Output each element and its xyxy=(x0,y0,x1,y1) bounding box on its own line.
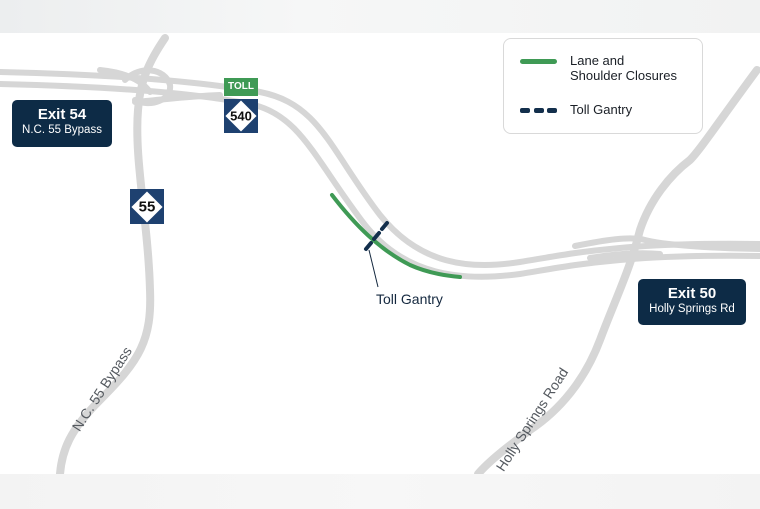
legend-item-closures: Lane and Shoulder Closures xyxy=(520,53,677,83)
closure-segment xyxy=(330,193,462,279)
holly-springs-road xyxy=(474,66,760,478)
legend-closures-line2: Shoulder Closures xyxy=(570,68,677,83)
legend-closures-line1: Lane and xyxy=(570,53,625,68)
route-55-shield: 55 xyxy=(130,189,164,224)
top-band xyxy=(0,0,760,33)
toll-tag: TOLL xyxy=(224,78,258,96)
i540-road-north xyxy=(0,69,760,269)
gantry-leader-line xyxy=(368,249,379,288)
gantry-dash-icon xyxy=(520,108,557,113)
route-540-number: 540 xyxy=(230,108,252,124)
exit-54-sign: Exit 54 N.C. 55 Bypass xyxy=(12,100,112,147)
exit-54-title: Exit 54 xyxy=(37,106,87,123)
route-55-number: 55 xyxy=(138,198,156,215)
exit-50-title: Exit 50 xyxy=(667,285,717,302)
toll-gantry-callout: Toll Gantry xyxy=(376,291,443,307)
toll-gantry-marker xyxy=(364,221,389,251)
bottom-band xyxy=(0,474,760,509)
map-legend: Lane and Shoulder Closures Toll Gantry xyxy=(503,38,703,134)
exit-50-sign: Exit 50 Holly Springs Rd xyxy=(638,279,746,325)
route-540-shield: 540 xyxy=(224,99,258,133)
legend-gantry-label: Toll Gantry xyxy=(570,102,633,117)
exit-54-subtitle: N.C. 55 Bypass xyxy=(22,124,102,136)
legend-item-gantry: Toll Gantry xyxy=(520,102,632,117)
exit-50-subtitle: Holly Springs Rd xyxy=(649,303,735,315)
closure-line-icon xyxy=(520,59,557,64)
